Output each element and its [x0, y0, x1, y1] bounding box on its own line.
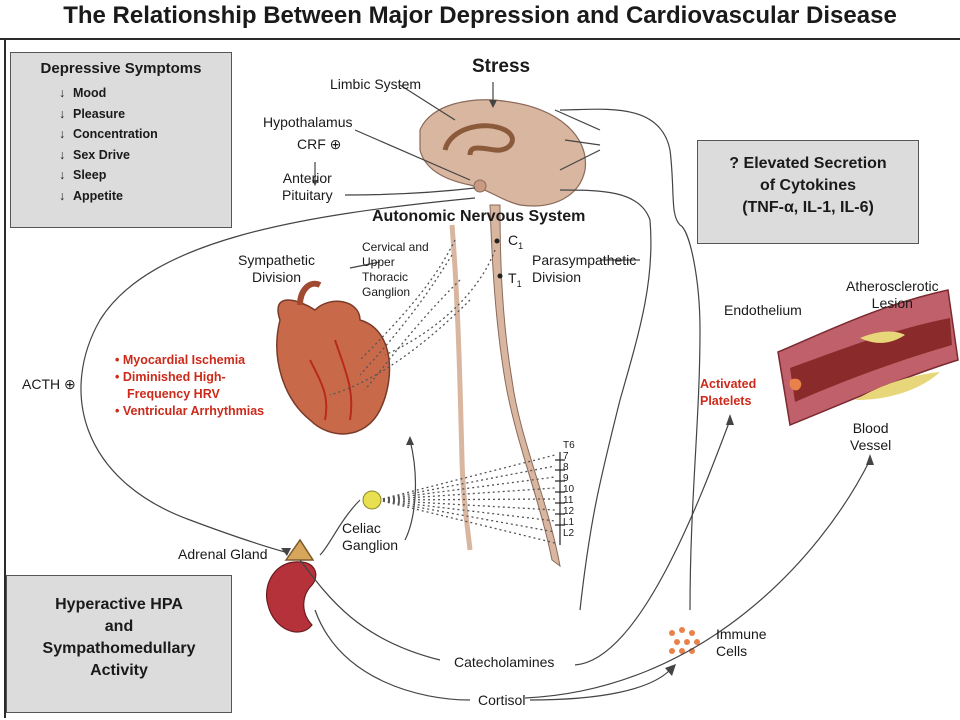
down-arrow-icon: ↓	[59, 188, 66, 203]
cytokines-box: ? Elevated Secretion of Cytokines (TNF-α…	[697, 140, 919, 244]
celiac-nerve-dots	[377, 454, 556, 544]
stress-label: Stress	[472, 56, 531, 77]
celiac-ganglion-icon	[362, 490, 382, 510]
catecholamines-label: Catecholamines	[454, 654, 555, 670]
down-arrow-icon: ↓	[59, 86, 66, 100]
depressive-symptoms-box: Depressive Symptoms ↓Mood ↓Pleasure ↓Con…	[10, 52, 232, 228]
kidney-icon	[266, 561, 317, 633]
anterior-pituitary-label: Anterior Pituitary	[282, 170, 333, 203]
symptom-item: ↓Concentration	[59, 124, 231, 145]
brain-icon	[419, 99, 587, 207]
arrowheads	[281, 100, 874, 676]
atherosclerotic-lesion-label: Atherosclerotic Lesion	[846, 278, 939, 311]
down-arrow-icon: ↓	[59, 168, 66, 182]
acth-label: ACTH ⊕	[22, 376, 76, 392]
spinal-level-ticks	[555, 452, 565, 545]
adrenal-gland-icon	[284, 538, 315, 561]
heart-icon	[276, 280, 391, 435]
t1-label: T1	[508, 270, 522, 289]
hypothalamus-label: Hypothalamus	[263, 114, 353, 130]
cardiac-nerve-dots	[329, 239, 496, 396]
immune-cells-label: Immune Cells	[716, 626, 767, 659]
adrenal-gland-label: Adrenal Gland	[178, 546, 268, 562]
down-arrow-icon: ↓	[59, 127, 66, 141]
down-arrow-icon: ↓	[59, 106, 66, 121]
cardiac-effect-item: Ventricular Arrhythmias	[115, 403, 264, 420]
plus-icon: ⊕	[329, 136, 342, 152]
limbic-system-label: Limbic System	[330, 76, 422, 92]
sympathetic-division-label: Sympathetic Division	[238, 252, 316, 285]
crf-label: CRF ⊕	[297, 136, 342, 152]
symptom-item: ↓Sex Drive	[59, 145, 231, 166]
symptom-item: ↓Mood	[59, 83, 231, 104]
cardiac-effect-item: Frequency HRV	[127, 387, 220, 401]
pituitary-icon	[473, 179, 487, 193]
cardiac-effect-item: Diminished High-	[115, 369, 264, 386]
endothelium-label: Endothelium	[724, 302, 802, 318]
title-rule	[0, 38, 960, 40]
cardiac-effects-list: Myocardial Ischemia Diminished High- Fre…	[115, 352, 264, 420]
symptom-item: ↓Appetite	[59, 186, 231, 207]
blood-vessel-label: Blood Vessel	[850, 420, 892, 453]
immune-cells-icon	[669, 627, 700, 654]
left-border	[4, 38, 6, 718]
limbic-icon	[442, 123, 515, 156]
blood-vessel-icon	[777, 289, 959, 427]
symptom-item: ↓Pleasure	[59, 104, 231, 125]
ans-label: Autonomic Nervous System	[372, 208, 586, 225]
depressive-symptoms-title: Depressive Symptoms	[40, 60, 202, 77]
parasympathetic-division-label: Parasympathetic Division	[532, 252, 637, 285]
cervical-ganglion-label: Cervical and Upper Thoracic Ganglion	[362, 240, 429, 299]
down-arrow-icon: ↓	[59, 147, 66, 162]
hpa-activity-box: Hyperactive HPA and Sympathomedullary Ac…	[6, 575, 232, 713]
c1-label: C1	[508, 232, 524, 251]
pathway-lines	[80, 82, 871, 701]
symptom-item: ↓Sleep	[59, 165, 231, 186]
spine-level-labels: T6 7 8 9 10 11 12 L1 L2	[563, 440, 575, 539]
cardiac-effect-item: Myocardial Ischemia	[115, 352, 264, 369]
celiac-ganglion-label: Celiac Ganglion	[342, 520, 399, 553]
sympathetic-chain	[449, 224, 473, 551]
symptom-list: ↓Mood ↓Pleasure ↓Concentration ↓Sex Driv…	[59, 83, 231, 206]
cortisol-label: Cortisol	[478, 692, 526, 708]
activated-platelets-label: Activated Platelets	[700, 377, 757, 408]
plus-icon: ⊕	[64, 376, 76, 392]
page-title: The Relationship Between Major Depressio…	[63, 2, 897, 29]
